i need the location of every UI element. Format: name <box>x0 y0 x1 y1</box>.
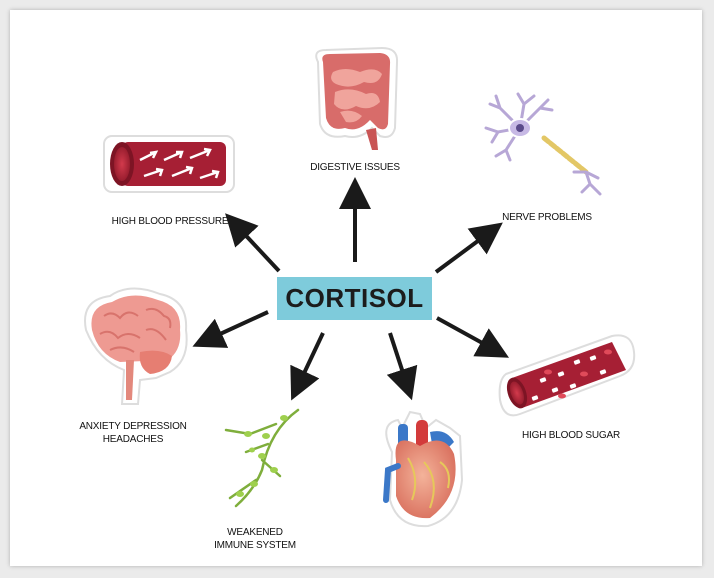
heart-icon <box>386 412 462 526</box>
arrow-immune <box>298 333 323 386</box>
brain-icon <box>85 288 187 404</box>
label-brain: ANXIETY DEPRESSION HEADACHES <box>68 420 198 446</box>
arrow-heart <box>390 333 407 385</box>
label-high-blood-sugar: HIGH BLOOD SUGAR <box>516 429 626 442</box>
label-nerve-problems: NERVE PROBLEMS <box>492 211 602 224</box>
cortisol-box: CORTISOL <box>277 277 432 320</box>
label-brain-line1: ANXIETY DEPRESSION <box>68 420 198 433</box>
label-brain-line2: HEADACHES <box>68 433 198 446</box>
blood-vessel-pressure-icon <box>104 136 234 192</box>
arrow-blood-pressure <box>236 225 279 271</box>
label-high-blood-pressure: HIGH BLOOD PRESSURE <box>104 215 236 228</box>
cortisol-title: CORTISOL <box>285 283 423 314</box>
arrow-blood-sugar <box>437 318 495 350</box>
label-immune: WEAKENED IMMUNE SYSTEM <box>200 526 310 552</box>
label-immune-line1: WEAKENED <box>200 526 310 539</box>
lymph-node-icon <box>226 410 298 506</box>
neuron-icon <box>486 94 602 196</box>
arrow-brain <box>207 312 268 340</box>
intestine-icon <box>316 48 397 150</box>
arrow-nerve <box>436 232 490 272</box>
label-digestive-issues: DIGESTIVE ISSUES <box>300 161 410 174</box>
label-immune-line2: IMMUNE SYSTEM <box>200 539 310 552</box>
blood-vessel-sugar-icon <box>500 335 635 415</box>
